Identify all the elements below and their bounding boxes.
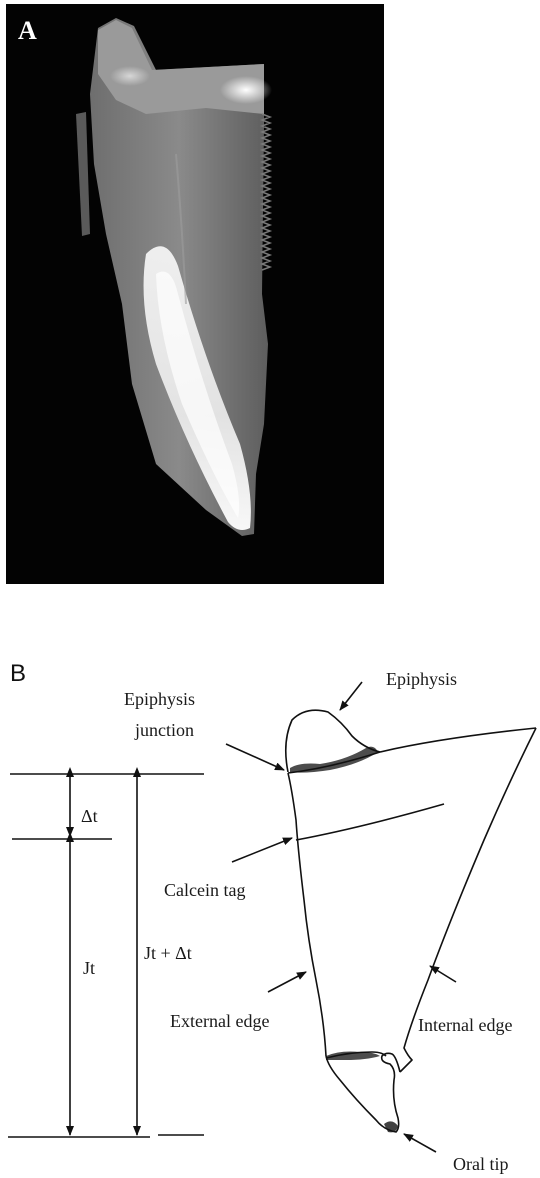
calcein-tag-line bbox=[296, 804, 444, 840]
internal-edge-arrow bbox=[430, 966, 456, 982]
internal-edge-label: Internal edge bbox=[418, 1016, 512, 1034]
jt-label: Jt bbox=[83, 959, 95, 977]
tooth-diagram bbox=[0, 640, 540, 1178]
epiphysis-junction-label-line1: Epiphysis bbox=[124, 690, 195, 708]
oral-tip-label: Oral tip bbox=[453, 1155, 509, 1173]
external-edge-line bbox=[288, 773, 326, 1056]
epiphysis-label: Epiphysis bbox=[386, 670, 457, 688]
calcein-tag-label: Calcein tag bbox=[164, 881, 245, 899]
tooth-photograph: A bbox=[6, 4, 384, 584]
oral-tip-arrow bbox=[404, 1134, 436, 1152]
delta-t-label: Δt bbox=[81, 807, 98, 825]
jt-plus-delta-t-label: Jt + Δt bbox=[144, 944, 192, 962]
external-edge-arrow bbox=[268, 972, 306, 992]
external-edge-label: External edge bbox=[170, 1012, 269, 1030]
tooth-outline bbox=[286, 710, 536, 1132]
panel-a-label: A bbox=[18, 18, 37, 44]
calcein-tag-arrow bbox=[232, 838, 292, 862]
epiphysis-junction-arrow bbox=[226, 744, 284, 770]
stippling bbox=[290, 747, 398, 1133]
tooth-image bbox=[6, 4, 384, 584]
dimension-arrows bbox=[70, 776, 137, 1135]
epiphysis-arrow bbox=[340, 682, 362, 710]
epiphysis-junction-label-line2: junction bbox=[135, 721, 194, 739]
